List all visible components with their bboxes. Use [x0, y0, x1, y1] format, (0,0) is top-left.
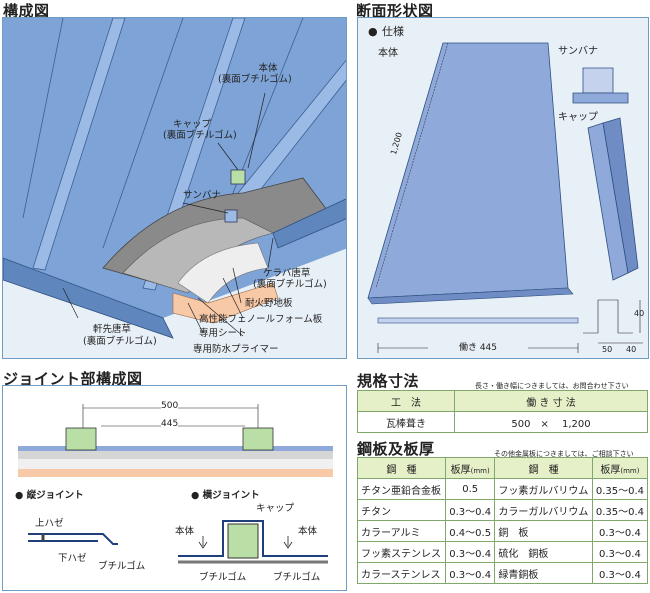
spec-label: 仕様: [382, 25, 404, 38]
joint-illustration: [18, 404, 333, 564]
label-primer: 専用防水プライマー: [193, 344, 279, 355]
xs-honntai: 本体: [378, 48, 398, 59]
xs-dim-50: 50: [602, 345, 613, 354]
cross-section-panel: ● 仕様 本体 サンバナ キャップ 1,200 働き 445 40 50 40: [357, 17, 649, 359]
cell-method: 瓦棒葺き: [357, 411, 455, 433]
spec-bullet: ●: [368, 25, 378, 38]
horizontal-joint-title: ● 横ジョイント: [191, 490, 260, 501]
xs-sanbana: サンバナ: [558, 46, 598, 57]
steel-title: 鋼板及板厚: [357, 440, 435, 458]
label-sanbana: サンバナ: [183, 190, 222, 201]
header-size: 働 き 寸 法: [454, 390, 648, 412]
joint-panel: 500 445 ● 縦ジョイント ● 横ジョイント 上ハゼ 下ハゼ ブチルゴム …: [2, 385, 347, 591]
joint-dim-445: 445: [161, 419, 179, 430]
label-keraba: ケラバ唐草: [263, 268, 311, 279]
xs-dim-40h: 40: [626, 345, 637, 354]
xs-cap: キャップ: [558, 112, 598, 123]
label-sheet: 専用シート: [199, 328, 247, 339]
header-type-2: 鋼 種: [494, 457, 593, 479]
label-keraba-sub: (裏面ブチルゴム): [253, 279, 327, 290]
label-nokisaki: 軒先唐草: [93, 324, 132, 335]
header-thick-1: 板厚(mm): [444, 457, 496, 479]
label-butyl-3: ブチルゴム: [273, 572, 321, 583]
header-thick-2: 板厚(mm): [591, 457, 649, 479]
table-row: カラーステンレス 0.3～0.4 緑青銅板 0.3～0.4: [357, 562, 649, 584]
steel-table: 鋼 種 板厚(mm) 鋼 種 板厚(mm) チタン亜鉛合金板 0.5 フッ素ガル…: [357, 457, 649, 584]
label-butyl-1: ブチルゴム: [98, 561, 146, 572]
cross-section-illustration: [367, 42, 643, 353]
table-row: チタン 0.3～0.4 カラーガルバリウム 0.35～0.4: [357, 499, 649, 521]
xs-width: 働き 445: [428, 343, 528, 354]
dimensions-table: 工 法 働 き 寸 法 瓦棒葺き 500 × 1,200: [357, 390, 648, 433]
cross-section-title: 断面形状図: [356, 2, 434, 20]
label-upper-haze: 上ハゼ: [35, 518, 64, 529]
label-joint-cap: キャップ: [256, 503, 295, 514]
xs-dim-40v: 40: [634, 309, 645, 318]
label-lower-haze: 下ハゼ: [58, 553, 87, 564]
dimensions-title: 規格寸法: [357, 372, 420, 390]
label-cap: キャップ: [173, 119, 212, 130]
label-honntai-left: 本体: [175, 526, 195, 537]
steel-note: その他金属板につきましては、ご相談下さい: [494, 450, 634, 458]
table-row: フッ素ステンレス 0.3～0.4 硫化 銅板 0.3～0.4: [357, 541, 649, 563]
joint-dim-500: 500: [161, 401, 179, 412]
header-type-1: 鋼 種: [357, 457, 446, 479]
structure-title: 構成図: [3, 2, 50, 20]
vertical-joint-title: ● 縦ジョイント: [15, 490, 84, 501]
label-honntai-sub: (裏面ブチルゴム): [218, 74, 292, 85]
header-method: 工 法: [357, 390, 455, 412]
joint-title: ジョイント部構成図: [3, 370, 143, 388]
structure-panel: 本体 (裏面ブチルゴム) キャップ (裏面ブチルゴム) サンバナ ケラバ唐草 (…: [2, 17, 347, 359]
table-row: チタン亜鉛合金板 0.5 フッ素ガルバリウム 0.35～0.4: [357, 478, 649, 500]
table-row: カラーアルミ 0.4～0.5 銅 板 0.3～0.4: [357, 520, 649, 542]
structure-illustration: [3, 18, 346, 339]
label-phenol: 高性能フェノールフォーム板: [199, 314, 323, 325]
label-nokisaki-sub: (裏面ブチルゴム): [83, 336, 157, 347]
dimensions-note: 長さ・働き幅につきましては、お問合わせ下さい: [475, 382, 629, 390]
label-cap-sub: (裏面ブチルゴム): [163, 130, 237, 141]
label-honntai-right: 本体: [298, 526, 318, 537]
label-taika: 耐火野地板: [245, 298, 293, 309]
label-honntai: 本体: [258, 63, 278, 74]
cell-size: 500 × 1,200: [454, 411, 648, 433]
label-butyl-2: ブチルゴム: [199, 572, 247, 583]
